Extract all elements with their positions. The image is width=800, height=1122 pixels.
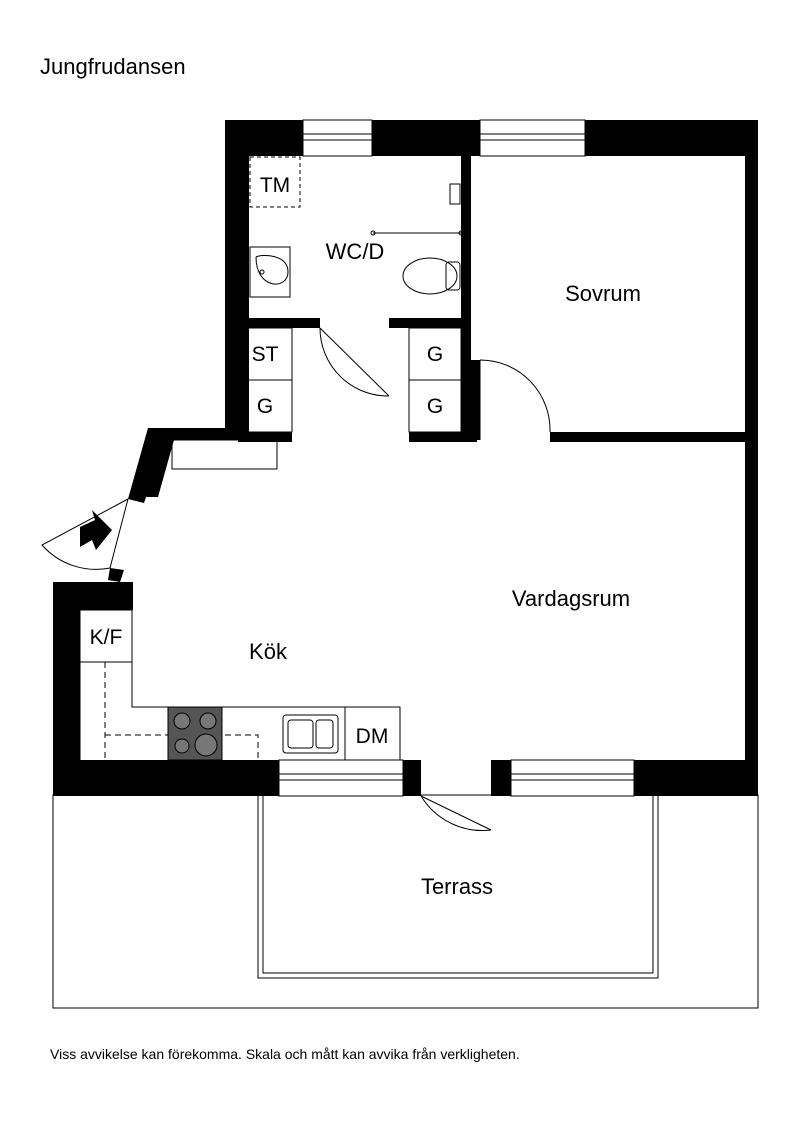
page-title: Jungfrudansen [40, 54, 186, 79]
fixture-label-dm: DM [356, 725, 389, 748]
fixture-label-tm: TM [260, 174, 290, 197]
doors [41, 327, 551, 831]
kitchen-fixtures [79, 609, 401, 761]
fixture-label-g: G [257, 395, 273, 418]
fixture-label-g: G [427, 343, 443, 366]
room-label-wc: WC/D [326, 239, 385, 264]
room-label-living: Vardagsrum [512, 586, 630, 611]
fixture-label-g: G [427, 395, 443, 418]
bathroom-fixtures [249, 156, 464, 298]
terrace [52, 794, 759, 1009]
wardrobes [171, 327, 462, 470]
fixture-label-kf: K/F [90, 626, 123, 649]
room-label-terrace: Terrass [421, 874, 493, 899]
entrance-arrow-icon [80, 510, 112, 550]
room-label-kitchen: Kök [249, 639, 288, 664]
room-label-bedroom: Sovrum [565, 281, 641, 306]
disclaimer-text: Viss avvikelse kan förekomma. Skala och … [50, 1046, 520, 1062]
windows [278, 119, 635, 797]
walls [53, 120, 758, 796]
fixture-label-st: ST [252, 343, 279, 366]
